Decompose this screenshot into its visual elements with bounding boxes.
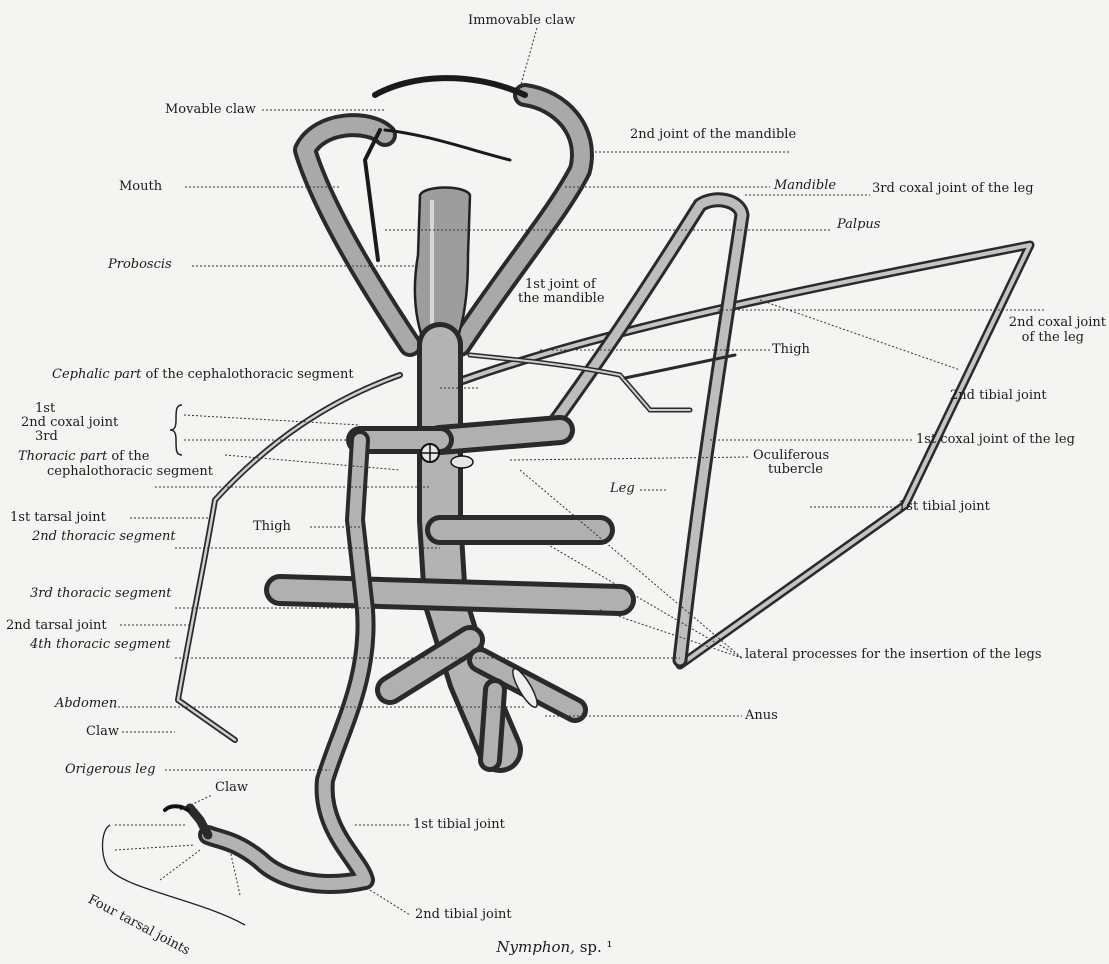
label-palpus: Palpus <box>837 218 880 232</box>
label-tibial1-right: 1st tibial joint <box>898 500 990 514</box>
label-thoracic3: 3rd thoracic segment <box>30 587 171 601</box>
label-cephalic-part: Cephalic part of the cephalothoracic seg… <box>52 368 354 382</box>
label-coxal-1st: 1st <box>35 402 55 416</box>
label-lateral-processes: lateral processes for the insertion of t… <box>745 648 1042 662</box>
label-thoracic-part: Thoracic part of the <box>18 450 149 464</box>
label-mouth: Mouth <box>119 180 162 194</box>
label-coxal-3rd: 3rd <box>35 430 58 444</box>
label-mandible: Mandible <box>774 179 836 193</box>
coxal-brace <box>170 405 182 455</box>
label-thoracic4: 4th thoracic segment <box>30 638 171 652</box>
label-coxal3-leg: 3rd coxal joint of the leg <box>872 182 1034 196</box>
label-mandible-joint2: 2nd joint of the mandible <box>630 128 796 142</box>
label-anus: Anus <box>745 709 778 723</box>
label-mandible-joint1-a: 1st joint of <box>525 278 596 292</box>
caption-genus: Nymphon, <box>496 938 575 956</box>
label-claw-left: Claw <box>86 725 119 739</box>
label-coxal-2nd: 2nd coxal joint <box>21 416 118 430</box>
label-tibial1-bottom: 1st tibial joint <box>413 818 505 832</box>
label-abdomen: Abdomen <box>55 697 117 711</box>
label-cephalic-part-rest: of the cephalothoracic segment <box>141 367 353 382</box>
label-tarsal1: 1st tarsal joint <box>10 511 106 525</box>
proboscis <box>415 188 470 346</box>
label-tarsal2: 2nd tarsal joint <box>6 619 107 633</box>
label-thigh-right: Thigh <box>772 343 810 357</box>
label-thigh-left: Thigh <box>253 520 291 534</box>
origerous-leg <box>165 440 366 884</box>
label-coxal2-leg-a: 2nd coxal joint <box>990 316 1106 330</box>
figure-caption: Nymphon, sp. ¹ <box>0 938 1109 956</box>
label-cephalic-part-italic: Cephalic part <box>52 367 141 382</box>
label-coxal1-leg: 1st coxal joint of the leg <box>916 433 1075 447</box>
label-origerous-leg: Origerous leg <box>65 763 155 777</box>
caption-species: sp. ¹ <box>575 938 613 956</box>
label-mandible-joint1-b: the mandible <box>518 292 605 306</box>
label-tibial2-right: 2nd tibial joint <box>950 389 1047 403</box>
label-coxal2-leg-b: of the leg <box>990 331 1084 345</box>
label-oculiferous-a: Oculiferous <box>753 449 829 463</box>
label-immovable-claw: Immovable claw <box>468 14 575 28</box>
label-tibial2-bottom: 2nd tibial joint <box>415 908 512 922</box>
label-claw-bottom: Claw <box>215 781 248 795</box>
label-oculiferous-b: tubercle <box>768 463 823 477</box>
label-thoracic-part-italic: Thoracic part <box>18 449 107 464</box>
label-proboscis: Proboscis <box>108 258 172 272</box>
label-thoracic2: 2nd thoracic segment <box>32 530 176 544</box>
label-movable-claw: Movable claw <box>165 103 256 117</box>
label-thoracic-part-c: cephalothoracic segment <box>47 465 213 479</box>
label-thoracic-part-rest: of the <box>107 449 149 464</box>
label-leg: Leg <box>610 482 635 496</box>
